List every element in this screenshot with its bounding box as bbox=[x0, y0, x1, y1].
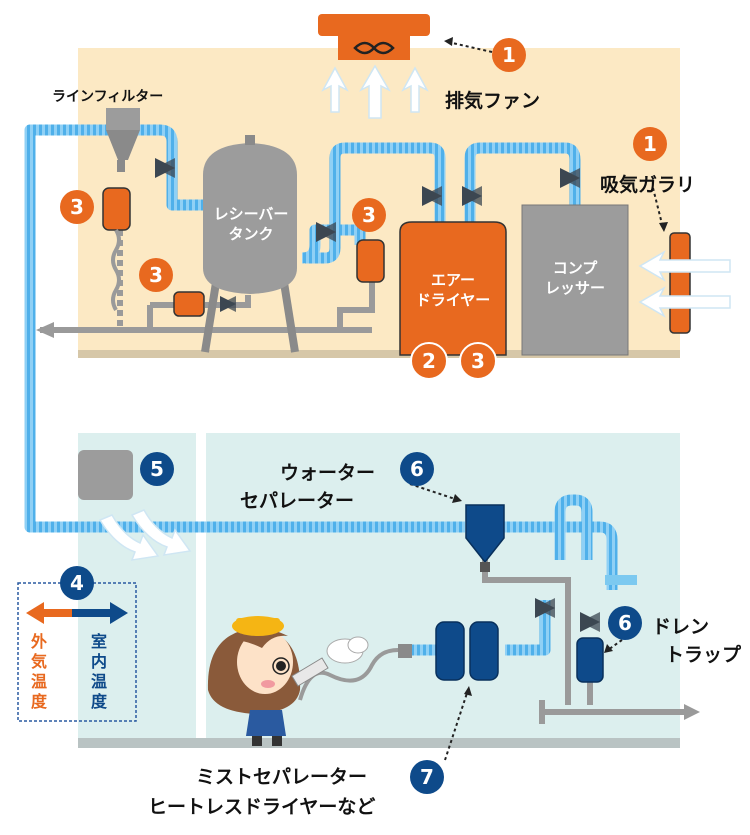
line-filter-label: ラインフィルター bbox=[52, 89, 164, 105]
vent-arrows bbox=[98, 509, 192, 561]
valve-tank-dryer bbox=[316, 222, 336, 242]
vent-unit bbox=[78, 450, 133, 500]
exhaust-fan bbox=[318, 14, 430, 60]
filter-drain-trap bbox=[102, 187, 131, 231]
air-dryer-label: エアー ドライヤー bbox=[400, 270, 506, 310]
leader-louver bbox=[652, 187, 664, 229]
leader-fan bbox=[447, 41, 493, 53]
valve-tank-drain bbox=[220, 296, 236, 312]
drain-arrow-right bbox=[684, 704, 700, 720]
leader-mist bbox=[444, 689, 469, 761]
badge-fan: 1 bbox=[492, 38, 526, 72]
valve-compressor bbox=[560, 168, 580, 188]
valve-drain-trap bbox=[580, 612, 600, 632]
outside-temp-label: 外気温度 bbox=[30, 632, 47, 711]
badge-mist: 7 bbox=[410, 760, 444, 794]
badge-separator: 6 bbox=[400, 452, 434, 486]
badge-dryer-left: 3 bbox=[352, 198, 386, 232]
intake-arrows bbox=[638, 250, 731, 318]
badge-tank: 3 bbox=[139, 258, 173, 292]
badge-dryer-bottom-right: 3 bbox=[459, 342, 497, 380]
badge-dryer-bottom-left: 2 bbox=[410, 342, 448, 380]
outside-temp-arrow bbox=[26, 602, 72, 624]
drain-trap-label-1: ドレン bbox=[652, 616, 710, 638]
valve-dryer-out bbox=[462, 186, 482, 206]
compressor-line2: レッサー bbox=[544, 279, 605, 297]
intake-louver bbox=[669, 232, 691, 334]
compressor-label: コンプ レッサー bbox=[522, 258, 628, 298]
air-dryer-line2: ドライヤー bbox=[415, 291, 491, 309]
compressor bbox=[521, 204, 629, 356]
floor bbox=[78, 738, 680, 748]
air-pipe bbox=[24, 124, 618, 656]
valve-factory-drop bbox=[535, 598, 555, 618]
inside-temp-label: 室内温度 bbox=[90, 632, 107, 711]
water-separator-label-2: セパレーター bbox=[240, 490, 355, 512]
mist-separator-label-2: ヒートレスドライヤーなど bbox=[148, 796, 376, 818]
mist-separator-label-1: ミストセパレーター bbox=[196, 766, 368, 788]
badge-vent: 5 bbox=[140, 452, 174, 486]
leader-separator bbox=[409, 483, 459, 501]
water-separator bbox=[465, 504, 505, 572]
filter-drain-hose bbox=[111, 228, 121, 312]
drain-arrow-left bbox=[36, 322, 54, 338]
valves bbox=[155, 158, 600, 632]
exhaust-fan-label: 排気ファン bbox=[445, 90, 541, 112]
hose-fitting bbox=[398, 644, 412, 658]
temp-legend-box bbox=[17, 582, 137, 722]
line-filter bbox=[106, 108, 140, 172]
inside-temp-arrow bbox=[72, 602, 128, 624]
valve-dryer-in bbox=[422, 186, 442, 206]
room-divider bbox=[196, 433, 206, 738]
exhaust-arrows bbox=[321, 64, 429, 119]
drain-trap-label-2: トラップ bbox=[665, 644, 742, 666]
factory-drain-trap bbox=[576, 637, 604, 683]
compressor-line1: コンプ bbox=[552, 259, 598, 277]
badge-temp: 4 bbox=[60, 566, 94, 600]
receiver-tank-line2: タンク bbox=[228, 225, 274, 243]
air-dryer-line1: エアー bbox=[430, 271, 476, 289]
badge-louver: 1 bbox=[633, 127, 667, 161]
worker-illustration bbox=[207, 616, 369, 746]
receiver-tank bbox=[201, 135, 299, 353]
leader-arrowheads bbox=[444, 37, 668, 696]
intake-louver-label: 吸気ガラリ bbox=[600, 174, 696, 196]
factory-room bbox=[78, 433, 680, 748]
tank-drain-trap bbox=[173, 291, 205, 317]
air-dryer bbox=[399, 221, 507, 356]
valve-filter-tank bbox=[155, 158, 175, 178]
dryer-drain-trap bbox=[356, 239, 385, 283]
receiver-tank-label: レシーバー タンク bbox=[205, 204, 297, 244]
pipe-end-cap bbox=[605, 575, 637, 585]
upper-floor bbox=[78, 350, 680, 358]
water-separator-label-1: ウォーター bbox=[280, 462, 376, 484]
mist-separator bbox=[435, 621, 499, 681]
badge-trap: 6 bbox=[608, 606, 642, 640]
badge-filter: 3 bbox=[60, 190, 94, 224]
receiver-tank-line1: レシーバー bbox=[213, 205, 289, 223]
